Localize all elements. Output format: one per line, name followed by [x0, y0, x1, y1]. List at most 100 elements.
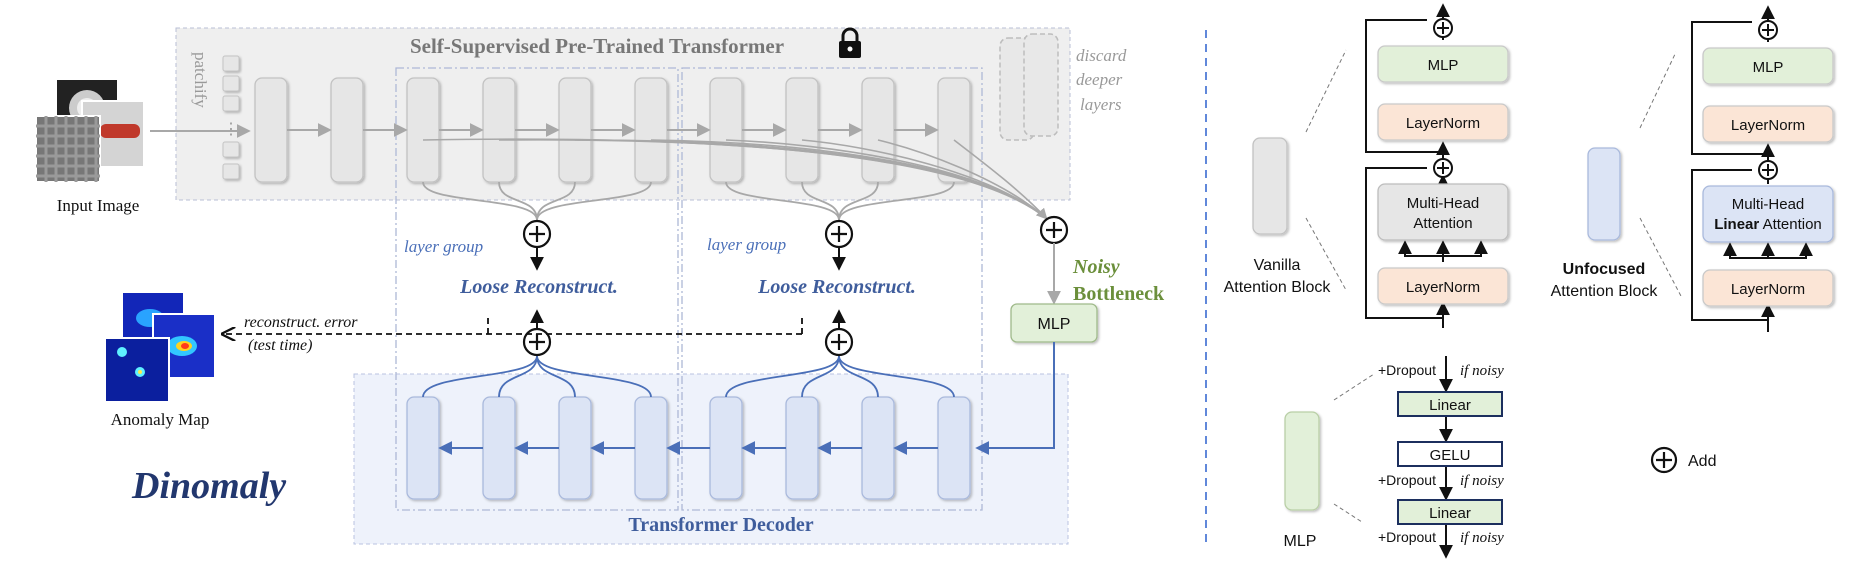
encoder-block — [861, 77, 895, 183]
unfocused-attention-block-detail: Unfocused Attention Block LayerNorm Mult… — [1551, 5, 1834, 332]
encoder-to-bottleneck-curves — [422, 138, 1048, 220]
add-icon — [824, 327, 854, 357]
encoder-region: Self-Supervised Pre-Trained Transformer … — [175, 27, 1071, 201]
vanilla-layernorm-top — [1377, 103, 1509, 141]
svg-text:LayerNorm: LayerNorm — [1731, 281, 1805, 298]
svg-text:if noisy: if noisy — [1460, 363, 1504, 379]
svg-text:Linear: Linear — [1429, 505, 1471, 522]
decoder-block — [709, 396, 743, 500]
mlp-caption: MLP — [1284, 533, 1317, 550]
mlp-block-icon — [1284, 411, 1320, 511]
mlp-linear-1 — [1397, 391, 1503, 417]
patch-ellipsis: ⋮ — [223, 121, 239, 138]
unfocused-block-icon — [1587, 147, 1621, 241]
vanilla-mlp-box — [1377, 45, 1509, 83]
decoder-block — [406, 396, 440, 500]
decoder-blocks — [406, 396, 971, 500]
layer-group-1-box — [395, 67, 679, 511]
add-icon — [1433, 18, 1453, 38]
svg-text:MLP: MLP — [1428, 57, 1459, 74]
reconstruct-error-path — [224, 318, 803, 334]
svg-text:Multi-Head: Multi-Head — [1732, 196, 1805, 213]
add-icon — [522, 327, 552, 357]
svg-text:(test time): (test time) — [248, 337, 312, 354]
anomaly-map-image — [104, 291, 216, 403]
svg-text:Linear: Linear — [1429, 397, 1471, 414]
unfocused-layernorm-bottom — [1702, 269, 1834, 307]
add-legend-label: Add — [1688, 453, 1716, 470]
layer-group-2-label: layer group — [707, 235, 786, 254]
patch-tokens — [222, 55, 240, 180]
unfocused-caption-line2: Attention Block — [1551, 283, 1659, 300]
mlp-detail: MLP +Dropout if noisy Linear GELU +Dropo… — [1284, 356, 1504, 559]
svg-text:discard: discard — [1076, 46, 1127, 65]
noisy-bottleneck-label: Noisy Bottleneck — [1072, 256, 1165, 305]
input-image-label: Input Image — [57, 196, 140, 215]
encoder-block — [558, 77, 592, 183]
svg-text:LayerNorm: LayerNorm — [1406, 279, 1480, 296]
anomaly-map-label: Anomaly Map — [111, 410, 210, 429]
patchify-label: patchify — [191, 52, 210, 108]
decoder-block — [634, 396, 668, 500]
decoder-block — [785, 396, 819, 500]
add-icon — [1758, 20, 1778, 40]
unfocused-caption-line1: Unfocused — [1563, 261, 1646, 278]
svg-text:reconstruct. error: reconstruct. error — [244, 314, 358, 331]
svg-text:+Dropout: +Dropout — [1378, 529, 1436, 545]
layer-group-1-label: layer group — [404, 237, 483, 256]
svg-text:+Dropout: +Dropout — [1378, 472, 1436, 488]
encoder-block — [709, 77, 743, 183]
svg-text:LayerNorm: LayerNorm — [1731, 117, 1805, 134]
svg-text:Attention: Attention — [1413, 215, 1472, 232]
discarded-blocks — [999, 33, 1059, 141]
reconstruct-error-label: reconstruct. error (test time) — [244, 314, 358, 354]
bottleneck-mlp-label: MLP — [1038, 316, 1071, 333]
unfocused-layernorm-top — [1702, 105, 1834, 143]
vanilla-attention-box — [1377, 183, 1509, 241]
svg-text:if noisy: if noisy — [1460, 530, 1504, 546]
add-icon — [1039, 215, 1069, 245]
loose-reconstruct-label-1: Loose Reconstruct. — [459, 276, 618, 298]
decoder-title: Transformer Decoder — [628, 514, 813, 536]
decoder-to-sum-curves — [422, 355, 955, 398]
decoder-block — [482, 396, 516, 500]
vanilla-attention-block-detail: Vanilla Attention Block Lay — [1224, 3, 1509, 328]
mlp-gelu — [1397, 441, 1503, 467]
svg-text:if noisy: if noisy — [1460, 473, 1504, 489]
add-icon — [522, 219, 552, 249]
svg-text:deeper: deeper — [1076, 70, 1123, 89]
svg-text:MLP: MLP — [1753, 59, 1784, 76]
input-image — [35, 78, 145, 183]
add-legend: Add — [1650, 446, 1716, 474]
encoder-block — [785, 77, 819, 183]
add-icon — [1650, 446, 1678, 474]
encoder-block — [482, 77, 516, 183]
svg-text:Multi-Head: Multi-Head — [1407, 195, 1480, 212]
add-icon — [1433, 158, 1453, 178]
encoder-to-sum-curves — [422, 181, 955, 221]
svg-text:GELU: GELU — [1430, 447, 1471, 464]
svg-text:Bottleneck: Bottleneck — [1073, 283, 1165, 305]
vanilla-caption-line2: Attention Block — [1224, 279, 1332, 296]
dinomaly-logo: Dinomaly — [131, 465, 286, 507]
svg-text:layers: layers — [1080, 95, 1122, 114]
mlp-linear-2 — [1397, 499, 1503, 525]
vanilla-caption-line1: Vanilla — [1254, 257, 1301, 274]
vanilla-block-icon — [1252, 137, 1288, 235]
arrow-mlp-to-decoder — [975, 342, 1055, 455]
svg-text:+Dropout: +Dropout — [1378, 362, 1436, 378]
encoder-block — [254, 77, 288, 183]
unfocused-mlp-box — [1702, 47, 1834, 85]
encoder-block — [406, 77, 440, 183]
vanilla-layernorm-bottom — [1377, 267, 1509, 305]
svg-text:LayerNorm: LayerNorm — [1406, 115, 1480, 132]
loose-reconstruct-label-2: Loose Reconstruct. — [757, 276, 916, 298]
lock-icon — [839, 27, 861, 58]
encoder-block — [937, 77, 971, 183]
decoder-block — [861, 396, 895, 500]
encoder-title: Self-Supervised Pre-Trained Transformer — [410, 34, 784, 58]
encoder-block — [330, 77, 364, 183]
unfocused-attention-box — [1702, 185, 1834, 243]
discard-label: discard deeper layers — [1076, 46, 1127, 114]
